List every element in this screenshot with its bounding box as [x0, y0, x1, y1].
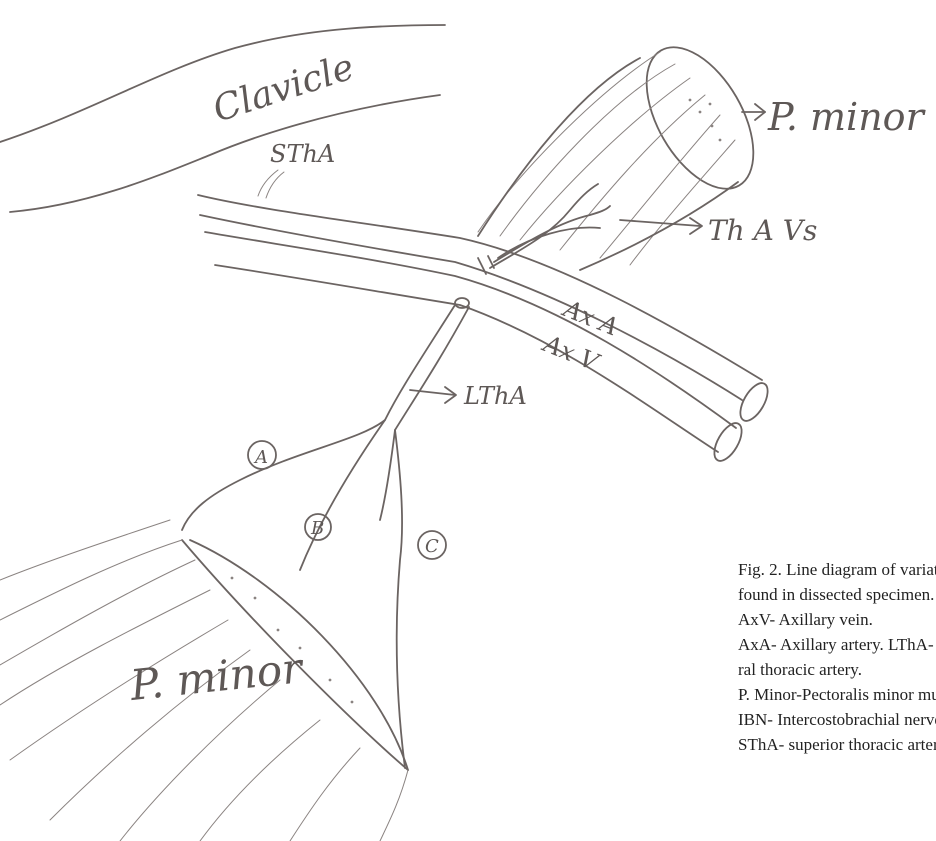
thavs-label: Th A Vs	[708, 214, 817, 247]
caption-line: Fig. 2. Line diagram of variation	[738, 557, 936, 582]
branch-markers	[248, 441, 446, 559]
branch-a-label: A	[253, 447, 268, 468]
p-minor-top-label: P. minor	[767, 95, 927, 139]
axillary-vein	[205, 232, 747, 465]
caption-line: SThA- superior thoracic artery.	[738, 732, 936, 757]
branch-b-label: B	[310, 518, 324, 539]
thoracoacromial-vessels	[478, 184, 702, 274]
ltha-label: LThA	[463, 382, 527, 410]
figure-caption: Fig. 2. Line diagram of variation found …	[738, 557, 936, 841]
clavicle-label: Clavicle	[208, 47, 359, 131]
superior-thoracic-artery	[258, 170, 284, 198]
caption-line: found in dissected specimen.	[738, 582, 936, 607]
axa-label: Ax A	[558, 294, 622, 342]
p-minor-bottom-label: P. minor	[127, 643, 307, 710]
caption-line: ral thoracic artery.	[738, 657, 936, 682]
branch-c-label: C	[425, 536, 439, 557]
caption-line: P. Minor-Pectoralis minor muscle.	[738, 682, 936, 707]
caption-line: IBN- Intercostobrachial nerve.	[738, 707, 936, 732]
stha-label: SThA	[270, 140, 335, 168]
caption-line: AxA- Axillary artery. LThA- Late-	[738, 632, 936, 657]
caption-line: AxV- Axillary vein.	[738, 607, 936, 632]
